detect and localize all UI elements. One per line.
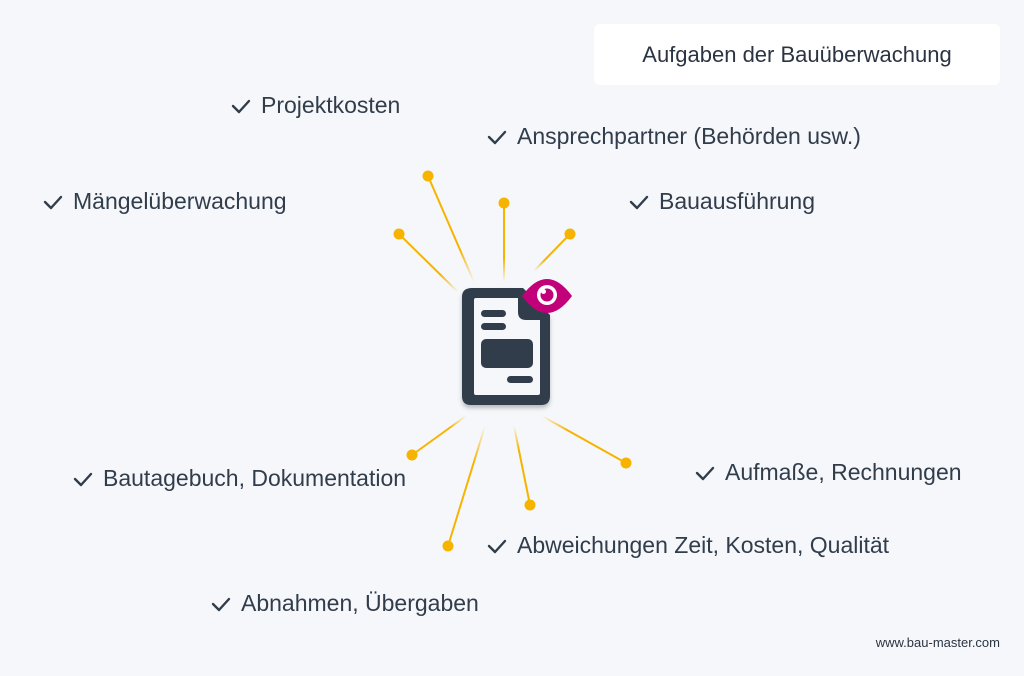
check-icon <box>695 466 715 480</box>
task-item-label: Bauausführung <box>659 188 816 214</box>
connector-rays <box>393 170 632 552</box>
task-item-projektkosten: Projektkosten <box>230 92 400 119</box>
task-item-abweichungen: Abweichungen Zeit, Kosten, Qualität <box>486 532 889 559</box>
diagram-title: Aufgaben der Bauüberwachung <box>594 24 1000 85</box>
check-icon <box>629 195 649 209</box>
task-item-bautagebuch: Bautagebuch, Dokumentation <box>72 465 406 492</box>
eye-icon <box>522 279 572 313</box>
task-item-abnahmen: Abnahmen, Übergaben <box>210 590 479 617</box>
task-item-label: Projektkosten <box>261 92 401 118</box>
check-icon <box>73 472 93 486</box>
document-icon <box>462 288 550 405</box>
task-item-ansprechpartner: Ansprechpartner (Behörden usw.) <box>486 123 861 150</box>
check-icon <box>487 539 507 553</box>
check-icon <box>487 130 507 144</box>
task-item-label: Abweichungen Zeit, Kosten, Qualität <box>517 532 890 558</box>
task-item-maengelueberwachung: Mängelüberwachung <box>42 188 287 215</box>
footer-url: www.bau-master.com <box>875 635 1000 650</box>
task-item-label: Aufmaße, Rechnungen <box>725 459 962 485</box>
check-icon <box>231 99 251 113</box>
check-icon <box>43 195 63 209</box>
task-item-label: Bautagebuch, Dokumentation <box>103 465 407 491</box>
task-item-bauausfuehrung: Bauausführung <box>628 188 815 215</box>
task-item-label: Mängelüberwachung <box>73 188 287 214</box>
task-item-aufmasse: Aufmaße, Rechnungen <box>694 459 962 486</box>
task-item-label: Abnahmen, Übergaben <box>241 590 479 616</box>
task-item-label: Ansprechpartner (Behörden usw.) <box>517 123 861 149</box>
check-icon <box>211 597 231 611</box>
